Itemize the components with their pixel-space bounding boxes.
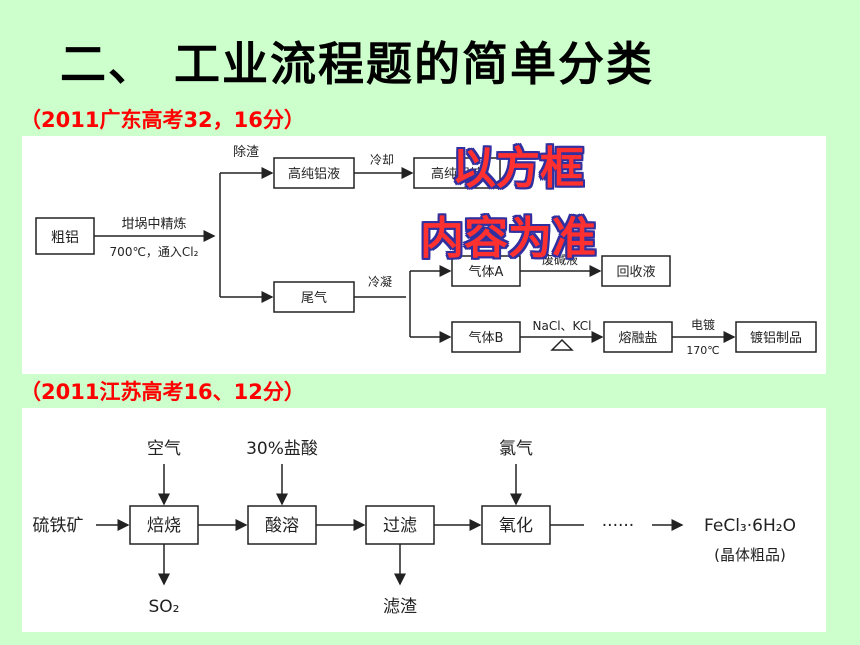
flowchart-2: 硫铁矿 空气 30%盐酸 氯气 焙烧 酸溶 过滤 氧化 SO₂ 滤渣 ·····…	[33, 439, 796, 617]
node-oxidize: 氧化	[499, 516, 533, 536]
page-title: 二、 工业流程题的简单分类	[60, 37, 655, 91]
node-product-fecl3: FeCl₃·6H₂O	[704, 516, 796, 536]
input-air: 空气	[147, 439, 181, 459]
label-refine-condition: 700℃，通入Cl₂	[110, 245, 199, 259]
label-cool: 冷却	[370, 153, 394, 167]
source-label-guangdong: （2011广东高考32，16分）	[20, 108, 305, 132]
node-pyrite: 硫铁矿	[33, 516, 84, 536]
box-pure-ingot	[413, 157, 501, 189]
output-so2: SO₂	[149, 597, 180, 617]
box-recovered	[601, 255, 671, 287]
output-residue: 滤渣	[383, 597, 417, 617]
overlay-note-line1: 以方框	[452, 143, 584, 194]
label-condense: 冷凝	[368, 274, 392, 289]
node-recovered: 回收液	[616, 265, 655, 280]
node-roast: 焙烧	[147, 516, 181, 536]
flowchart-panel-2: 硫铁矿 空气 30%盐酸 氯气 焙烧 酸溶 过滤 氧化 SO₂ 滤渣 ·····…	[22, 408, 826, 632]
label-plating-temp: 170℃	[686, 344, 719, 357]
source-label-jiangsu: （2011江苏高考16、12分）	[20, 380, 305, 404]
node-gas-a: 气体A	[469, 264, 504, 280]
node-product: 镀铝制品	[750, 330, 802, 346]
input-chlorine: 氯气	[499, 439, 533, 459]
node-dissolve: 酸溶	[265, 516, 299, 536]
ellipsis: ······	[602, 516, 634, 536]
flowchart-1: 粗铝 坩埚中精炼 700℃，通入Cl₂ 除渣 高纯铝液 冷却 高纯铝锭 尾气 冷…	[35, 145, 817, 357]
input-hcl: 30%盐酸	[246, 439, 318, 459]
label-plating: 电镀	[691, 318, 715, 332]
label-slag: 除渣	[233, 145, 259, 160]
label-refine: 坩埚中精炼	[121, 217, 186, 232]
label-salt: NaCl、KCl	[533, 319, 592, 333]
heat-triangle-icon	[550, 338, 574, 351]
node-tail-gas: 尾气	[301, 290, 327, 306]
node-pure-liquid: 高纯铝液	[288, 166, 340, 182]
label-waste-alkali: 废碱液	[542, 252, 578, 267]
node-raw-aluminum: 粗铝	[51, 230, 79, 246]
overlay-note-line2: 内容为准	[420, 213, 596, 264]
product-note: (晶体粗品)	[714, 546, 786, 564]
node-filter: 过滤	[383, 516, 417, 536]
box-product	[735, 321, 817, 353]
flowchart-panel-1: 粗铝 坩埚中精炼 700℃，通入Cl₂ 除渣 高纯铝液 冷却 高纯铝锭 尾气 冷…	[22, 136, 826, 374]
node-gas-b: 气体B	[469, 330, 504, 346]
node-pure-ingot: 高纯铝锭	[431, 166, 483, 182]
node-molten-salt: 熔融盐	[618, 331, 657, 346]
